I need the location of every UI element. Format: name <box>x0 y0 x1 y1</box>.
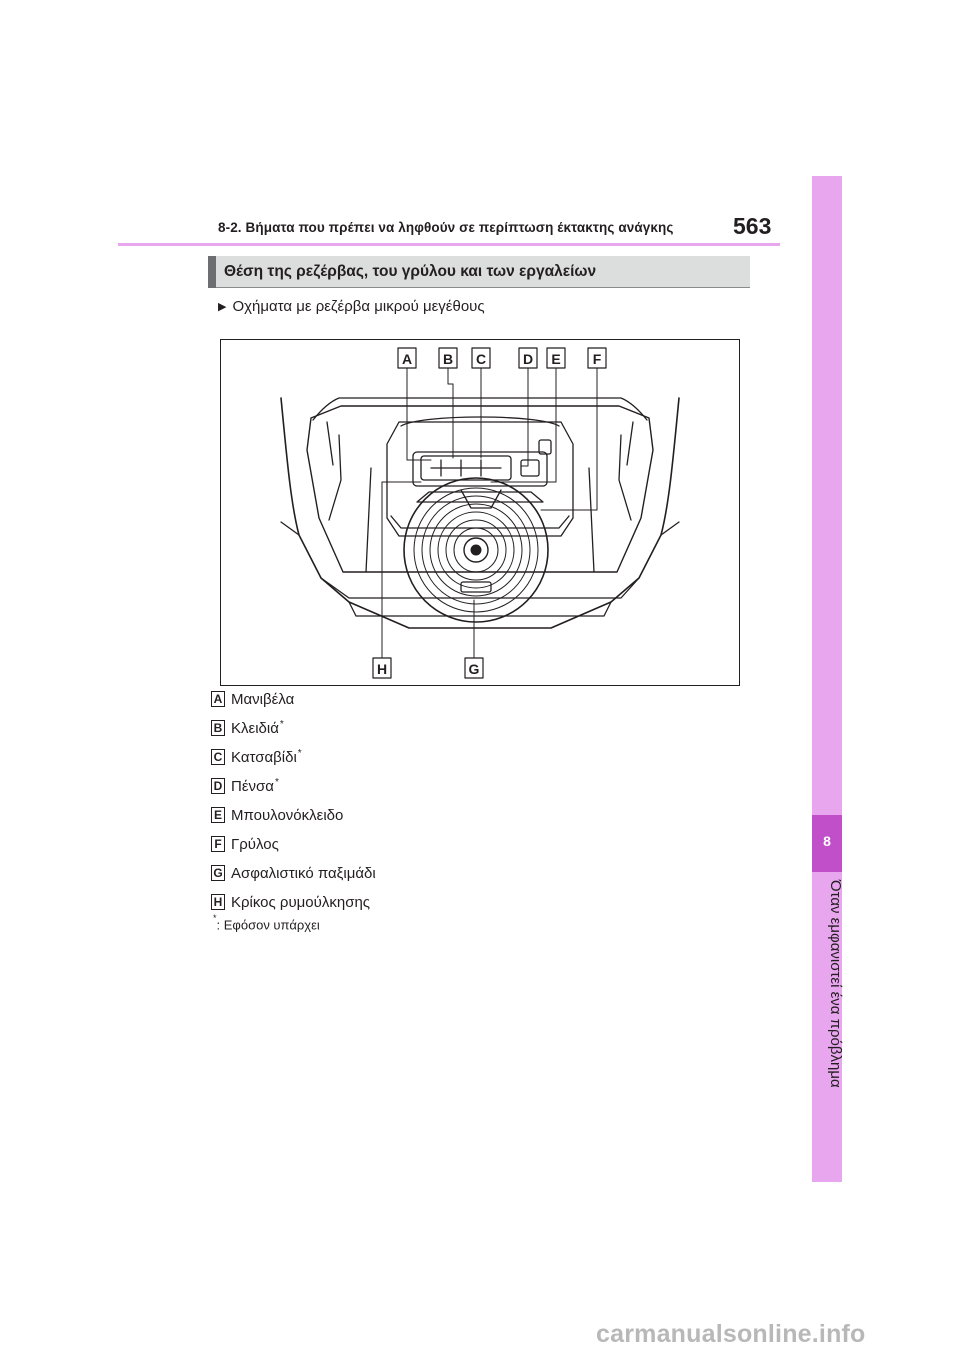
legend-label: Κατσαβίδι <box>231 748 297 766</box>
legend-label: Κρίκος ρυμούλκησης <box>231 893 371 911</box>
callout-b: B <box>443 351 453 367</box>
callout-h: H <box>377 661 387 677</box>
leader-lines <box>381 367 598 659</box>
legend-item-g: G Ασφαλιστικό παξιμάδι <box>211 863 376 883</box>
legend-key: A <box>211 691 225 707</box>
header-divider <box>118 243 780 246</box>
trunk-figure: A B C D E F H G <box>220 339 740 686</box>
footnote-asterisk: * <box>213 913 217 923</box>
callout-d: D <box>523 351 533 367</box>
legend-label: Ασφαλιστικό παξιμάδι <box>231 864 376 882</box>
legend-item-d: D Πένσα* <box>211 776 279 796</box>
header-section-path: 8-2. Βήματα που πρέπει να ληφθούν σε περ… <box>218 220 674 235</box>
legend-label: Μπουλονόκλειδο <box>231 806 344 824</box>
legend-label: Κλειδιά <box>231 719 279 737</box>
section-heading-accent <box>208 256 216 288</box>
chapter-number: 8 <box>823 833 831 849</box>
legend-item-e: E Μπουλονόκλειδο <box>211 805 343 825</box>
legend-key: E <box>211 807 225 823</box>
callout-a: A <box>402 351 412 367</box>
legend-item-h: H Κρίκος ρυμούλκησης <box>211 892 370 912</box>
legend-label: Μανιβέλα <box>231 690 295 708</box>
legend-item-b: B Κλειδιά* <box>211 718 284 738</box>
legend-item-f: F Γρύλος <box>211 834 279 854</box>
section-heading-bar <box>208 256 750 288</box>
callout-f: F <box>593 351 602 367</box>
footnote-mark: * <box>297 747 302 759</box>
legend-item-c: C Κατσαβίδι* <box>211 747 302 767</box>
chapter-side-tab <box>812 176 842 1182</box>
triangle-bullet-icon: ▶ <box>218 301 227 313</box>
footnote-text: : Εφόσον υπάρχει <box>216 917 320 933</box>
callout-boxes-bottom <box>372 657 484 679</box>
legend-key: B <box>211 720 225 736</box>
footnote-mark: * <box>279 718 284 730</box>
subheading: ▶ Οχήματα με ρεζέρβα μικρού μεγέθους <box>218 298 485 315</box>
watermark: carmanualsonline.info <box>596 1320 866 1348</box>
legend-label: Πένσα <box>231 777 274 795</box>
legend-key: D <box>211 778 225 794</box>
page-number: 563 <box>733 213 772 239</box>
legend-key: G <box>211 865 225 881</box>
legend-item-a: A Μανιβέλα <box>211 689 294 709</box>
subheading-text: Οχήματα με ρεζέρβα μικρού μεγέθους <box>232 298 485 315</box>
spare-tire <box>403 477 549 623</box>
footnote-mark: * <box>274 776 279 788</box>
chapter-title-vertical: Όταν εμφανιστεί ένα πρόβλημα <box>827 880 844 1088</box>
legend-key: F <box>211 836 225 852</box>
section-title: Θέση της ρεζέρβας, του γρύλου και των ερ… <box>224 263 597 280</box>
footnote: *: Εφόσον υπάρχει <box>213 913 320 933</box>
legend-label: Γρύλος <box>231 835 279 853</box>
callout-c: C <box>476 351 486 367</box>
callout-letters: A B C D E F H G <box>377 351 602 677</box>
legend-key: C <box>211 749 225 765</box>
callout-g: G <box>469 661 480 677</box>
legend-key: H <box>211 894 225 910</box>
callout-boxes-top <box>397 347 607 369</box>
chapter-number-box <box>812 815 842 872</box>
callout-e: E <box>551 351 560 367</box>
trunk-illustration: A B C D E F H G <box>280 347 680 679</box>
